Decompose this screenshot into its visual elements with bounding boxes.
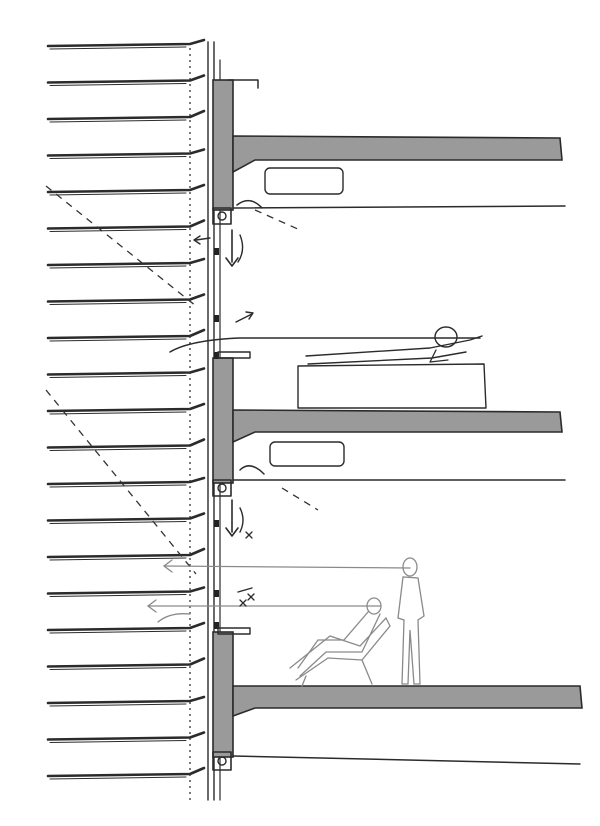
louver-fin: [46, 476, 206, 486]
louver-fin-edge: [49, 156, 187, 159]
standing-person: [397, 557, 425, 685]
louver-fin: [46, 438, 206, 449]
airflow-arrows: [193, 199, 319, 593]
louver-fin: [46, 293, 206, 303]
facade-column: [212, 79, 234, 758]
louver-fin-edge: [49, 411, 187, 415]
louver-fin-edge: [49, 703, 187, 707]
air-unit-lower: [269, 441, 345, 467]
person-body: [305, 335, 483, 357]
louver-fin-edge: [49, 375, 187, 378]
louver-fin-edge: [49, 667, 187, 670]
window-head-units: [212, 207, 232, 771]
louver-fin: [46, 621, 206, 632]
louver-fins: [46, 38, 206, 780]
sun-rays: [45, 185, 197, 575]
louver-fin: [46, 74, 206, 84]
louver-fin: [46, 328, 206, 340]
louver-fin: [46, 586, 206, 595]
louver-fin: [46, 766, 206, 778]
sight-lines: [146, 559, 411, 623]
ceiling-lines: [232, 205, 581, 765]
bed: [297, 363, 487, 409]
louver-fin-edge: [49, 229, 187, 232]
louver-fin-edge: [49, 448, 187, 451]
floor-slab-2: [232, 409, 563, 444]
louver-fin: [46, 731, 206, 741]
louver-fin-edge: [49, 557, 187, 561]
louver-fin-edge: [49, 192, 187, 196]
floor-slabs: [232, 135, 583, 718]
louver-fin: [46, 109, 206, 121]
window-tick-marks: [239, 531, 255, 607]
louver-fin-edge: [49, 83, 187, 86]
louver-fin: [46, 38, 206, 48]
floor-slab-3: [232, 685, 583, 718]
louver-fin-edge: [49, 338, 187, 342]
louver-fin-edge: [49, 521, 187, 524]
louver-fin-edge: [49, 119, 187, 123]
reclining-person-on-bed: [297, 326, 487, 409]
louver-fin: [46, 257, 206, 267]
louver-fin-edge: [49, 594, 187, 597]
louver-fin: [46, 219, 206, 230]
louver-fin-edge: [49, 776, 187, 780]
seated-person-in-chair: [289, 597, 391, 687]
louver-fin: [46, 148, 206, 157]
air-unit-upper: [264, 167, 344, 195]
louver-fin-edge: [49, 302, 187, 305]
louver-fin: [46, 695, 206, 705]
louver-fin: [46, 402, 206, 413]
louver-fin: [46, 183, 206, 194]
louver-fin: [46, 547, 206, 559]
window-sills: [169, 337, 481, 635]
person-head: [434, 326, 458, 348]
louver-fin-edge: [49, 630, 187, 634]
louver-fin: [46, 367, 206, 376]
ceiling-air-units: [264, 167, 345, 467]
floor-slab-1: [232, 135, 563, 174]
sun-ray-upper: [45, 185, 197, 307]
louver-fin-edge: [49, 484, 187, 488]
louver-fin-edge: [49, 46, 187, 50]
louver-fin-edge: [49, 265, 187, 269]
louver-fin: [46, 512, 206, 522]
louver-fin-edge: [49, 740, 187, 743]
sun-ray-lower: [45, 389, 197, 575]
roof-bracket: [227, 79, 259, 89]
louver-fin: [46, 657, 206, 668]
